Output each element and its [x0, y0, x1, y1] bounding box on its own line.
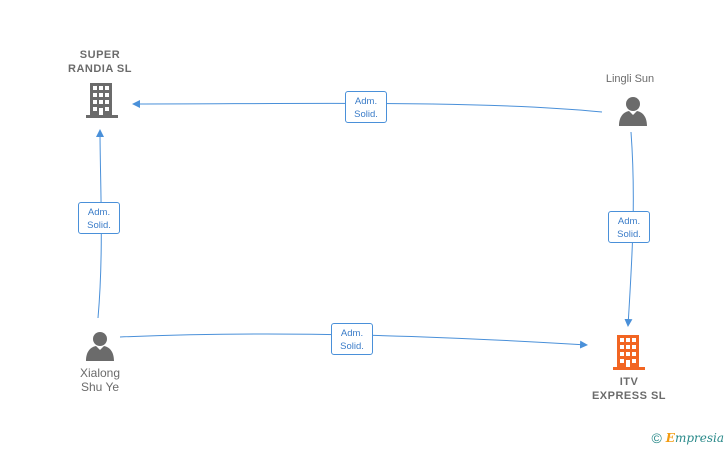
- copyright-icon: ©: [651, 430, 662, 446]
- edge-label-adm-solid[interactable]: Adm. Solid.: [345, 91, 387, 123]
- edge-label-adm-solid[interactable]: Adm. Solid.: [608, 211, 650, 243]
- person-icon[interactable]: [618, 96, 648, 126]
- edge-label-adm-solid[interactable]: Adm. Solid.: [331, 323, 373, 355]
- super-randia-label: SUPER RANDIA SL: [68, 49, 132, 75]
- edge-label-adm-solid[interactable]: Adm. Solid.: [78, 202, 120, 234]
- itv-express-label: ITV EXPRESS SL: [591, 376, 667, 402]
- building-icon[interactable]: [86, 83, 118, 119]
- xialong-shu-ye-label: Xialong Shu Ye: [79, 366, 121, 394]
- lingli-sun-label: Lingli Sun: [605, 73, 655, 85]
- empresia-logo: Empresia: [665, 431, 724, 445]
- person-icon[interactable]: [85, 331, 115, 361]
- empresia-watermark: © Empresia: [651, 430, 724, 446]
- building-icon[interactable]: [613, 335, 645, 371]
